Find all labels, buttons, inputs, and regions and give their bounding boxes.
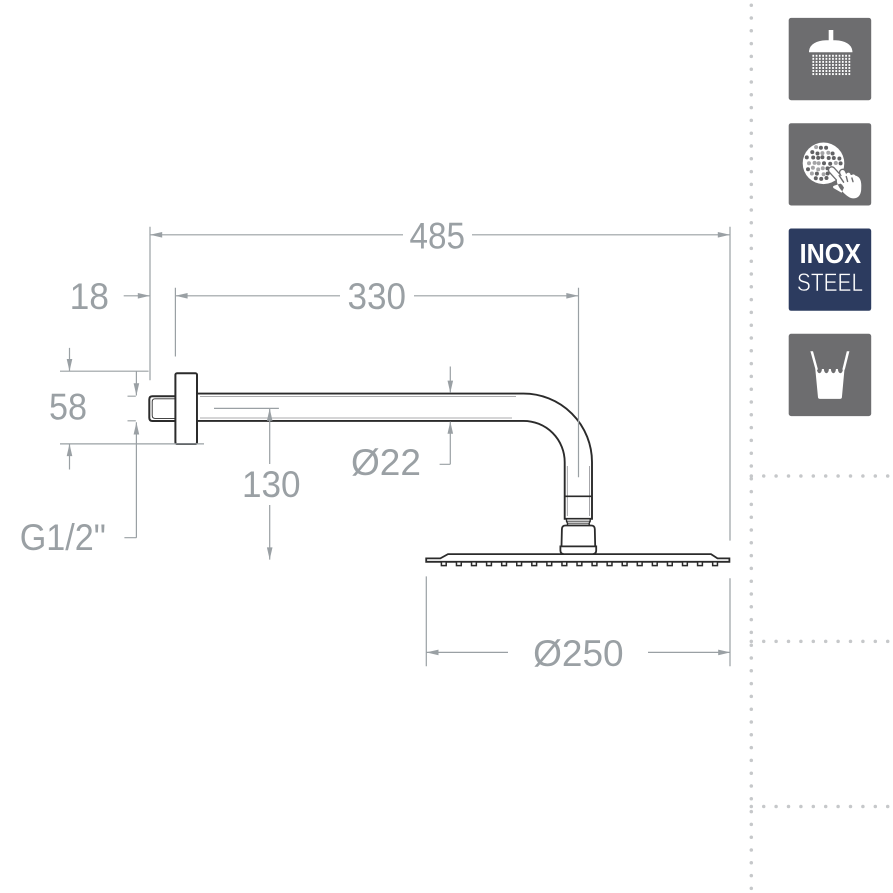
svg-text:STEEL: STEEL [797, 269, 863, 297]
svg-text:58: 58 [49, 386, 87, 428]
svg-text:Ø250: Ø250 [533, 632, 624, 674]
svg-text:Ø22: Ø22 [351, 441, 421, 483]
svg-text:330: 330 [348, 275, 407, 317]
svg-text:485: 485 [410, 214, 466, 256]
svg-text:130: 130 [242, 463, 301, 505]
svg-text:INOX: INOX [800, 238, 862, 269]
svg-text:G1/2": G1/2" [20, 516, 106, 558]
svg-text:18: 18 [70, 275, 109, 317]
